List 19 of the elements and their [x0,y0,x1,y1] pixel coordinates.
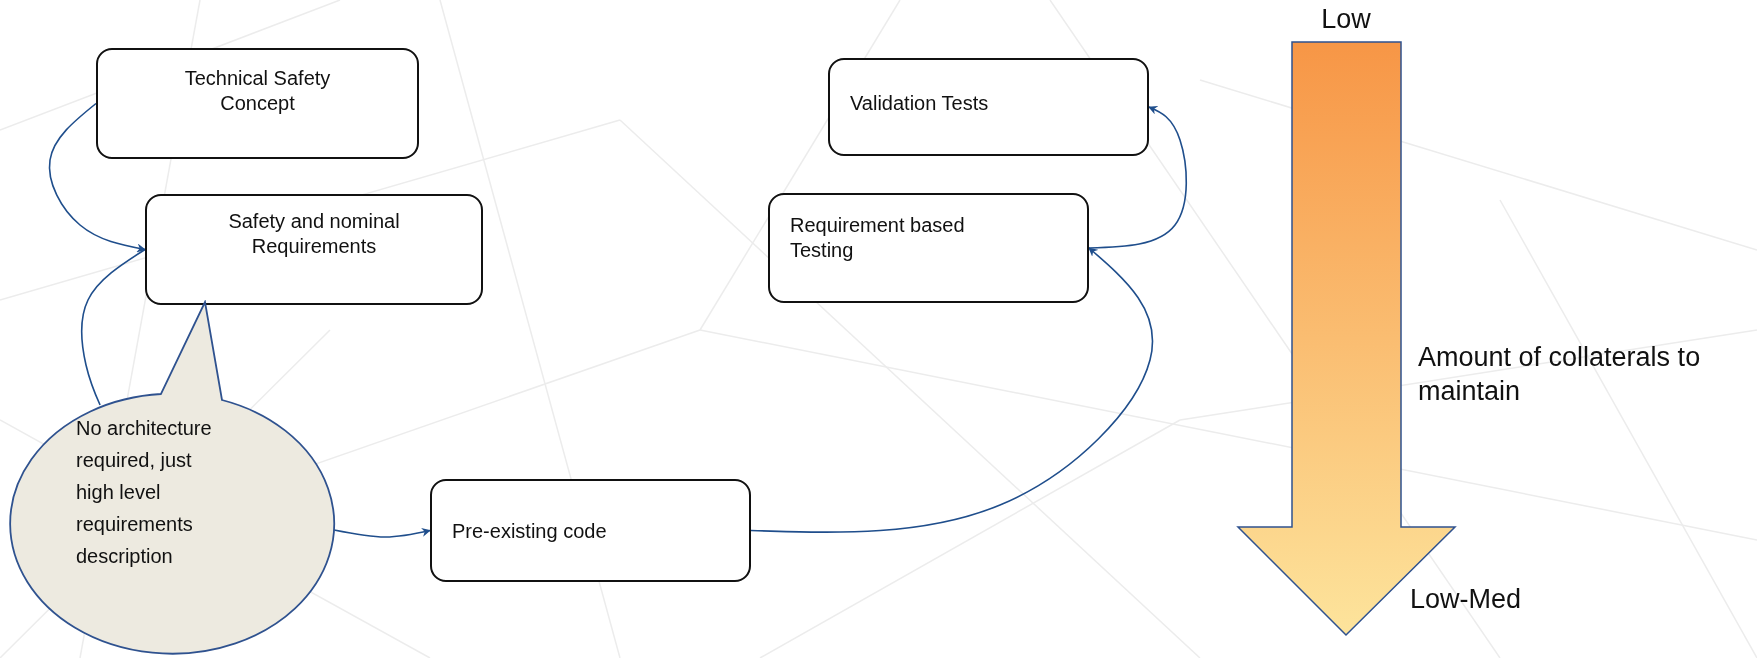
box-label: Validation Tests [850,90,990,116]
connector-arrow [1088,106,1188,249]
box-label: Technical Safety Concept [183,66,332,116]
box-label: Pre-existing code [452,518,608,543]
connector-arrow [333,527,431,538]
process-box [96,48,419,159]
box-label: Requirement based Testing [790,213,966,263]
axis-caption: Amount of collaterals to maintain [1418,341,1702,408]
scale-label: Low-Med [1410,583,1523,616]
process-box [828,58,1149,156]
callout-text: No architecture required, just high level requirements description [76,416,213,569]
box-label: Safety and nominal Requirements [227,209,401,259]
connector-arrow [48,102,146,253]
speech-bubble [8,300,338,656]
process-box [768,193,1089,303]
connector-arrow [750,247,1154,533]
scale-label: Low [1320,3,1372,36]
process-box [145,194,483,305]
process-box [430,479,751,582]
